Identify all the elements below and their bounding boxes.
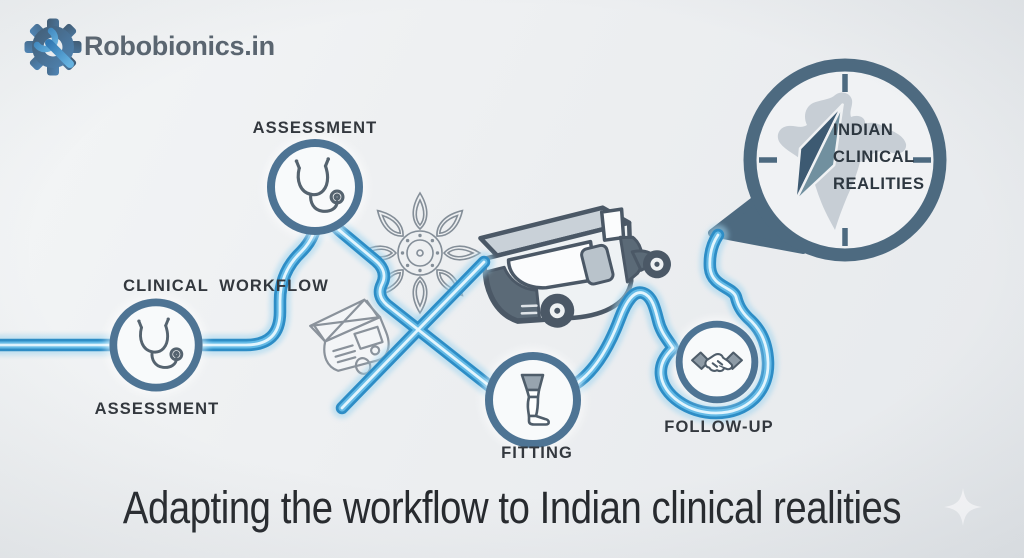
wrench-icon xyxy=(33,27,74,68)
brand-name: Robobionics.in xyxy=(84,31,275,61)
clinical-workflow-label: CLINICAL WORKFLOW xyxy=(123,277,329,295)
auto-rickshaw-icon xyxy=(478,205,671,328)
node-assessment-left xyxy=(106,295,207,396)
step-label-follow-up: FOLLOW-UP xyxy=(664,418,774,436)
compass-ticks xyxy=(759,74,931,246)
step-label-assessment-top: ASSESSMENT xyxy=(252,119,378,137)
india-map-icon xyxy=(777,92,907,230)
gear-wrench-icon xyxy=(24,18,82,76)
node-follow-up xyxy=(672,317,761,406)
node-assessment-top xyxy=(263,135,367,239)
compass-india-map-icon xyxy=(708,58,947,262)
step-label-fitting: FITTING xyxy=(501,444,573,462)
callout-line-2: CLINICAL xyxy=(833,148,915,166)
sparkle-icon xyxy=(944,488,982,526)
callout-line-3: REALITIES xyxy=(833,175,925,193)
callout-text: INDIAN CLINICAL REALITIES xyxy=(833,117,925,198)
node-fitting xyxy=(481,348,585,452)
caption-title: Adapting the workflow to Indian clinical… xyxy=(122,482,902,533)
workflow-path xyxy=(0,208,768,413)
handshake-icon xyxy=(691,351,743,373)
step-label-assessment-left: ASSESSMENT xyxy=(94,400,220,418)
callout-line-1: INDIAN xyxy=(833,121,894,139)
compass-needle-icon xyxy=(793,103,844,203)
